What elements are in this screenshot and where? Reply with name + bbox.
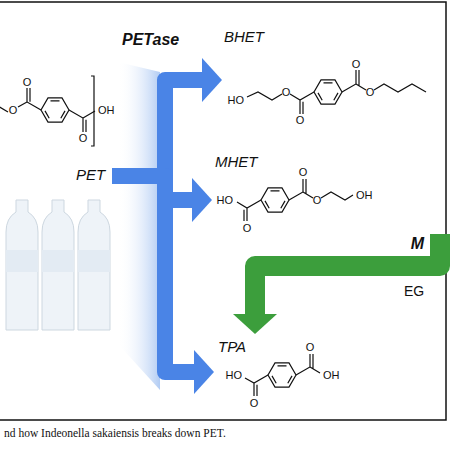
arrow-head — [202, 58, 222, 102]
compound-name: TPA — [218, 338, 340, 355]
arrow-shaft — [255, 234, 440, 316]
atom-label: O — [23, 76, 32, 88]
mhet-structure — [237, 179, 353, 221]
arrow-head — [194, 350, 214, 394]
compound-name: BHET — [224, 28, 444, 45]
atom-label: O — [250, 397, 259, 409]
compound-name: MHET — [215, 153, 443, 170]
arrow-shaft — [112, 80, 204, 176]
mhetase-arrow — [233, 234, 440, 334]
compound-area: PET — [74, 164, 112, 188]
frame — [0, 2, 446, 420]
arrow-head — [192, 178, 212, 222]
figure-caption: nd how Indeonella sakaiensis breaks down… — [4, 427, 226, 441]
atom-label: HO — [226, 369, 243, 381]
atom-label: O — [296, 114, 305, 126]
compound-area: MHET — [212, 150, 446, 234]
atom-label: O — [313, 194, 322, 206]
petase-arrow — [112, 58, 222, 176]
atom-label: O — [282, 86, 291, 98]
enzyme-fan — [118, 62, 160, 390]
atom-label: HO — [228, 94, 245, 106]
compound-name: PET — [76, 166, 110, 183]
enzyme-label: M — [411, 235, 424, 253]
arrow-shaft — [112, 176, 196, 372]
atom-label: O — [243, 222, 252, 234]
tpa-structure — [245, 354, 320, 396]
pet-structure — [0, 76, 95, 146]
atom-label: HO — [217, 194, 234, 206]
atom-label: EG — [404, 284, 424, 299]
atom-label: O — [299, 166, 308, 178]
petase-arrow — [112, 176, 214, 394]
bottles — [6, 200, 110, 330]
atom-label: O — [366, 86, 375, 98]
atom-label: O — [9, 104, 18, 116]
atom-label: OH — [98, 104, 115, 116]
atom-label: O — [306, 341, 315, 353]
atom-label: O — [79, 132, 88, 144]
atom-label: OH — [356, 189, 373, 201]
compound-area: BHET — [222, 26, 446, 126]
atom-label: OH — [323, 369, 340, 381]
bhet-structure — [247, 70, 426, 114]
arrow-head — [233, 314, 277, 334]
atom-label: O — [352, 58, 361, 70]
enzyme-label: PETase — [122, 31, 179, 49]
